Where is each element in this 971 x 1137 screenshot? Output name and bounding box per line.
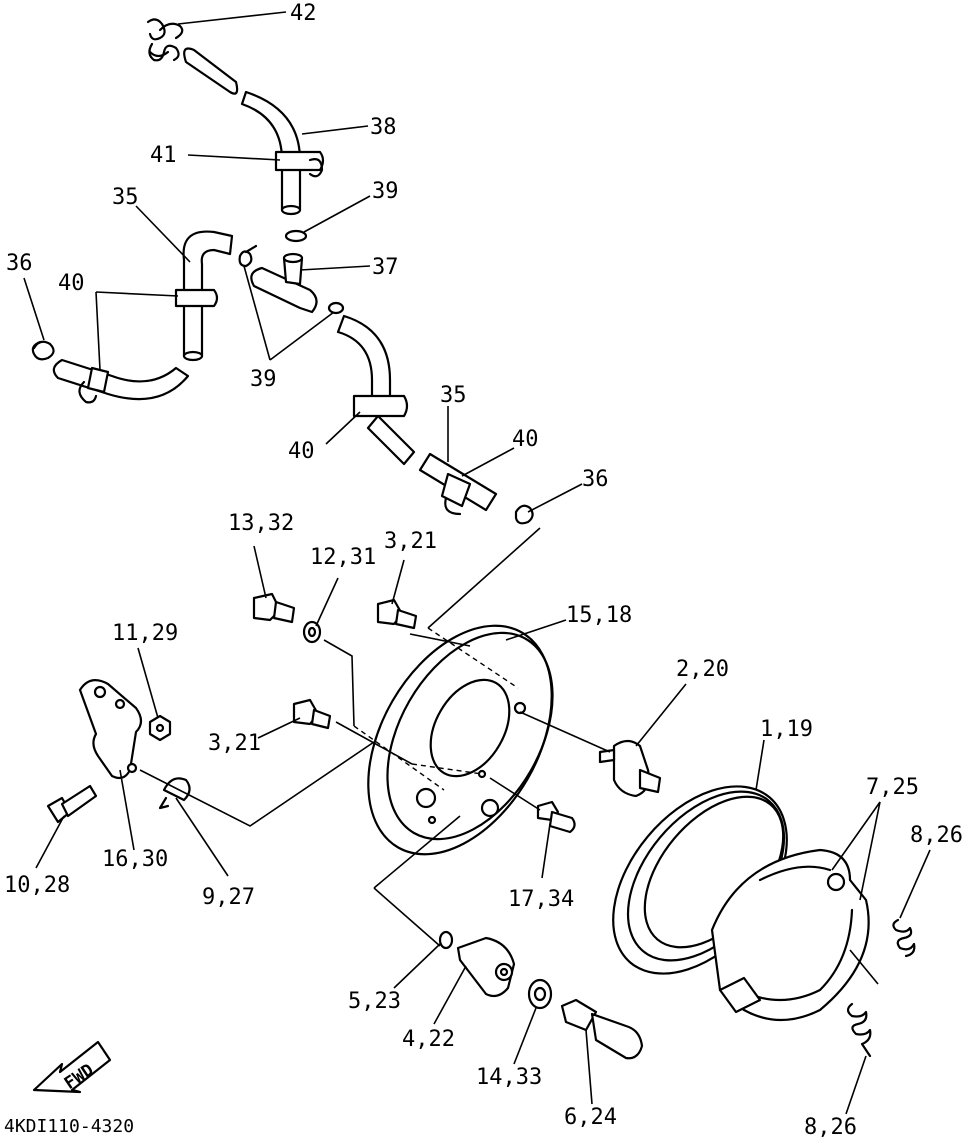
brake-shoe-7-25: [710, 848, 870, 1022]
callout-8-26-upper: 8,26: [910, 823, 963, 848]
callout-38: 38: [370, 115, 397, 140]
callout-40-left: 40: [58, 271, 85, 296]
hidden-lines: [353, 627, 519, 791]
diagram-code: 4KDI110-4320: [4, 1116, 134, 1137]
clip-42: [146, 18, 184, 62]
nut-11-29: [148, 714, 172, 742]
brake-cam-2-20: [598, 739, 662, 798]
callout-35-right: 35: [440, 383, 467, 408]
callout-42: 42: [290, 1, 317, 26]
seal-5-23: [438, 930, 454, 950]
callout-2-20: 2,20: [676, 657, 729, 682]
callout-35-left: 35: [112, 185, 139, 210]
callout-39-mid: 39: [250, 367, 277, 392]
hose-38: [183, 47, 302, 216]
callout-16-30: 16,30: [102, 847, 168, 872]
callout-4-22: 4,22: [402, 1027, 455, 1052]
clip-39-mid: [327, 301, 345, 315]
spring-8-26-lower: [846, 1002, 872, 1058]
callout-15-18: 15,18: [566, 603, 632, 628]
callout-3-21-top: 3,21: [384, 529, 437, 554]
callout-7-25: 7,25: [866, 775, 919, 800]
clip-40-upper-left: [174, 288, 219, 308]
callout-5-23: 5,23: [348, 989, 401, 1014]
brake-backplate-15-18: [367, 624, 554, 856]
callout-12-31: 12,31: [310, 545, 376, 570]
bolt-3-21-top: [376, 598, 418, 630]
brake-arm-16-30: [78, 679, 143, 780]
callout-41: 41: [150, 143, 177, 168]
callout-14-33: 14,33: [476, 1065, 542, 1090]
clip-39-top: [284, 229, 308, 243]
clip-36-left: [31, 340, 55, 361]
bolt-3-21-mid: [292, 698, 332, 730]
callout-17-34: 17,34: [508, 887, 574, 912]
clip-36-right: [514, 504, 534, 525]
clip-41: [274, 150, 325, 178]
callout-36-left: 36: [6, 251, 33, 276]
fwd-arrow: FWD: [32, 1040, 112, 1094]
callout-40-mid: 40: [288, 439, 315, 464]
hose-35-left: [182, 230, 234, 362]
callout-9-27: 9,27: [202, 885, 255, 910]
callout-37: 37: [372, 255, 399, 280]
callout-40-right: 40: [512, 427, 539, 452]
callout-11-29: 11,29: [112, 621, 178, 646]
callout-36-right: 36: [582, 467, 609, 492]
clip-40-mid: [352, 394, 409, 418]
washer-12-31: [302, 620, 322, 644]
washer-14-33: [527, 978, 553, 1010]
callout-6-24: 6,24: [564, 1105, 617, 1130]
bolt-13-32: [252, 592, 296, 624]
leader-lines: [23, 11, 931, 1115]
clip-39-left: [238, 244, 258, 268]
tee-joint-37: [250, 252, 318, 314]
spring-8-26-upper: [892, 918, 916, 958]
camshaft-6-24: [560, 998, 644, 1060]
bolt-17-34: [536, 800, 576, 834]
callout-labels: 42 38 41 39 35 37 36 40 39 35 40 40 36 1…: [4, 1, 963, 1137]
callout-3-21-mid: 3,21: [208, 731, 261, 756]
bolt-10-28: [46, 784, 98, 824]
callout-10-28: 10,28: [4, 873, 70, 898]
callout-39-top: 39: [372, 179, 399, 204]
callout-1-19: 1,19: [760, 717, 813, 742]
callout-8-26-lower: 8,26: [804, 1115, 857, 1137]
clip-40-right: [440, 472, 472, 516]
camshaft-4-22: [456, 936, 516, 998]
callout-13-32: 13,32: [228, 511, 294, 536]
hose-40-left-lower: [52, 358, 190, 404]
